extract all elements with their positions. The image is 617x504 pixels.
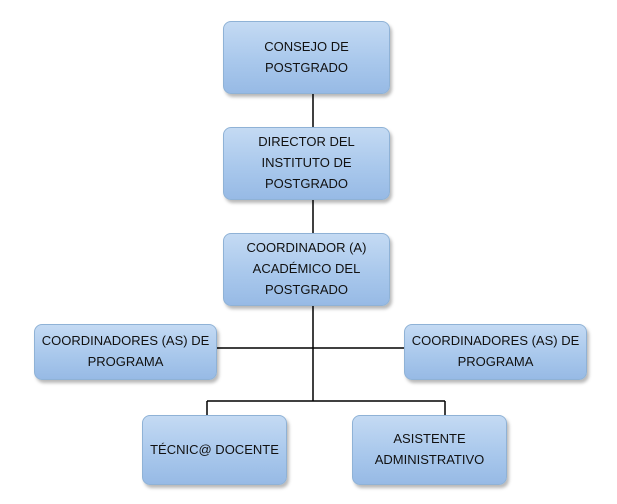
node-label: TÉCNIC@ DOCENTE [150, 441, 279, 457]
node-label: ASISTENTE ADMINISTRATIVO [374, 431, 485, 467]
node-label: DIRECTOR DEL INSTITUTO DE POSTGRADO [258, 134, 355, 191]
node-asistente-administrativo: ASISTENTE ADMINISTRATIVO [352, 415, 507, 485]
node-coordinadores-programa-left: COORDINADORES (AS) DE PROGRAMA [34, 324, 217, 380]
node-label: COORDINADOR (A) ACADÉMICO DEL POSTGRADO [246, 240, 367, 297]
node-label: CONSEJO DE POSTGRADO [264, 38, 349, 75]
node-label: COORDINADORES (AS) DE PROGRAMA [411, 333, 580, 369]
node-coordinadores-programa-right: COORDINADORES (AS) DE PROGRAMA [404, 324, 587, 380]
node-label: COORDINADORES (AS) DE PROGRAMA [41, 333, 210, 369]
node-tecnico-docente: TÉCNIC@ DOCENTE [142, 415, 287, 485]
node-director-instituto: DIRECTOR DEL INSTITUTO DE POSTGRADO [223, 127, 390, 200]
node-coordinador-academico: COORDINADOR (A) ACADÉMICO DEL POSTGRADO [223, 233, 390, 306]
node-consejo-de-postgrado: CONSEJO DE POSTGRADO [223, 21, 390, 94]
